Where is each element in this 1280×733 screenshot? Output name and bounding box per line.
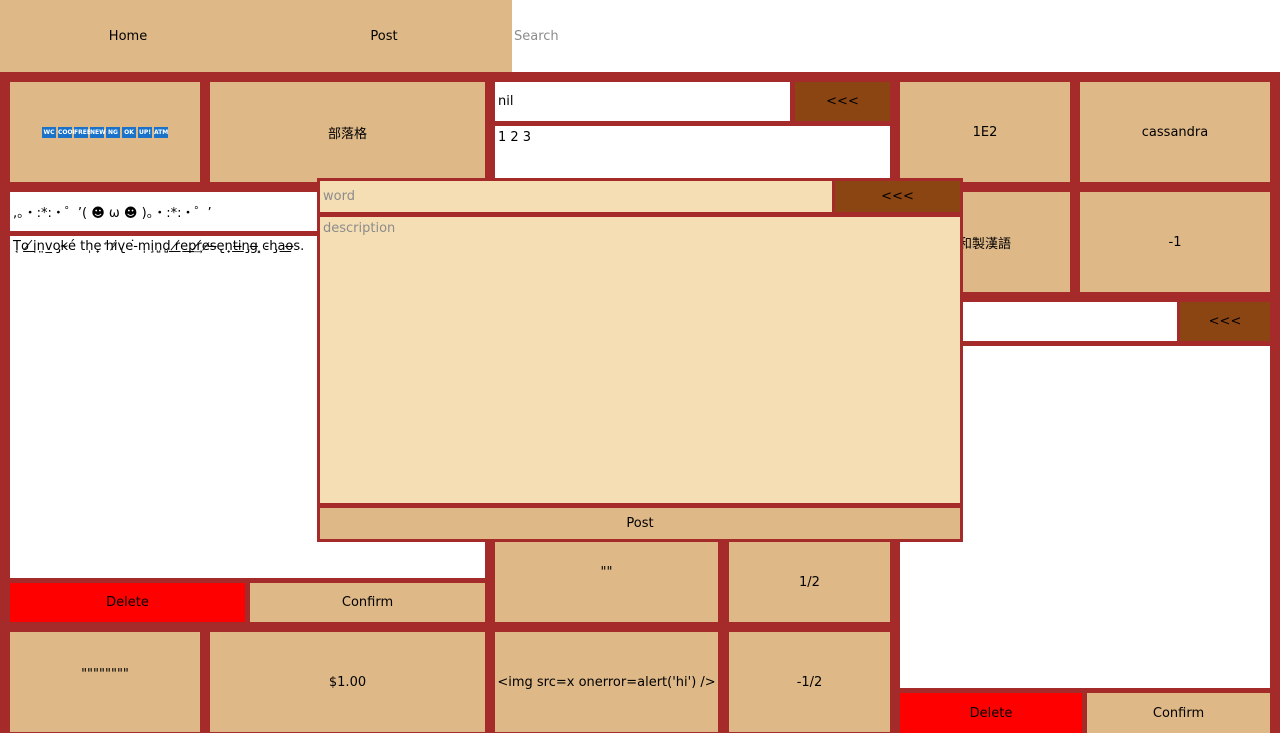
ng-badge-icon: NG (106, 126, 120, 138)
card-tribe-label: 部落格 (327, 126, 367, 142)
card-dollar[interactable]: $1.00 (210, 632, 485, 732)
new-badge-icon: NEW (90, 126, 106, 138)
right-confirm-label: Confirm (1152, 705, 1205, 721)
search-input[interactable] (512, 0, 1280, 72)
card-minus-half[interactable]: -1/2 (729, 632, 890, 732)
left-confirm-button[interactable]: Confirm (250, 583, 485, 622)
left-confirm-label: Confirm (341, 595, 394, 610)
nav-home-button[interactable]: Home (0, 0, 256, 72)
card-emoji-badges[interactable]: WC COOL FREE NEW NG OK UP! ATM (10, 82, 200, 182)
right-back-label: <<< (1208, 314, 1242, 329)
card-minus-one[interactable]: -1 (1080, 192, 1270, 292)
dialog-word-input[interactable] (320, 181, 832, 212)
emoji-badges: WC COOL FREE NEW NG OK UP! ATM (42, 126, 169, 138)
nav-post-button[interactable]: Post (256, 0, 512, 72)
card-half-label: 1/2 (799, 574, 820, 590)
right-confirm-button[interactable]: Confirm (1087, 693, 1270, 733)
card-many-quotes-label: """""""" (81, 666, 129, 682)
middle-description-textarea[interactable]: 1 2 3 (495, 126, 890, 178)
nav-home-label: Home (108, 28, 148, 44)
left-delete-label: Delete (106, 595, 149, 610)
dialog-back-button[interactable]: <<< (835, 181, 960, 212)
card-minus-half-label: -1/2 (796, 674, 823, 690)
card-img-tag[interactable]: <img src=x onerror=alert('hi') /> (495, 632, 718, 732)
middle-back-label: <<< (826, 94, 859, 109)
card-e-notation-label: 1E2 (972, 124, 998, 140)
card-minus-one-label: -1 (1168, 234, 1182, 250)
post-dialog: <<< Post (317, 178, 963, 542)
atm-badge-icon: ATM (154, 126, 169, 138)
cool-badge-icon: COOL (58, 126, 77, 138)
card-many-quotes[interactable]: """""""" (10, 632, 200, 732)
card-tribe[interactable]: 部落格 (210, 82, 485, 182)
free-badge-icon: FREE (74, 126, 91, 138)
left-word-input[interactable] (10, 192, 318, 231)
dialog-back-label: <<< (881, 189, 914, 204)
card-img-tag-label: <img src=x onerror=alert('hi') /> (497, 674, 716, 690)
card-empty-quotes-label: "" (600, 564, 613, 580)
card-wasei-kango-label: 和製漢語 (958, 236, 1011, 252)
ok-badge-icon: OK (122, 126, 136, 138)
middle-back-button[interactable]: <<< (795, 82, 890, 121)
card-cassandra[interactable]: cassandra (1080, 82, 1270, 182)
card-cassandra-label: cassandra (1141, 124, 1209, 140)
card-half[interactable]: 1/2 (729, 542, 890, 622)
nav-post-label: Post (370, 28, 398, 44)
right-delete-label: Delete (969, 705, 1013, 721)
dialog-post-label: Post (626, 516, 654, 531)
left-delete-button[interactable]: Delete (10, 583, 245, 622)
right-delete-button[interactable]: Delete (900, 693, 1082, 733)
dialog-post-button[interactable]: Post (320, 508, 960, 539)
right-back-button[interactable]: <<< (1180, 302, 1270, 341)
card-e-notation[interactable]: 1E2 (900, 82, 1070, 182)
wc-badge-icon: WC (42, 126, 56, 138)
up-badge-icon: UP! (138, 126, 152, 138)
card-empty-quotes[interactable]: "" (495, 542, 718, 622)
card-dollar-label: $1.00 (328, 674, 367, 690)
middle-word-input[interactable] (495, 82, 790, 121)
dialog-description-textarea[interactable] (320, 217, 960, 503)
